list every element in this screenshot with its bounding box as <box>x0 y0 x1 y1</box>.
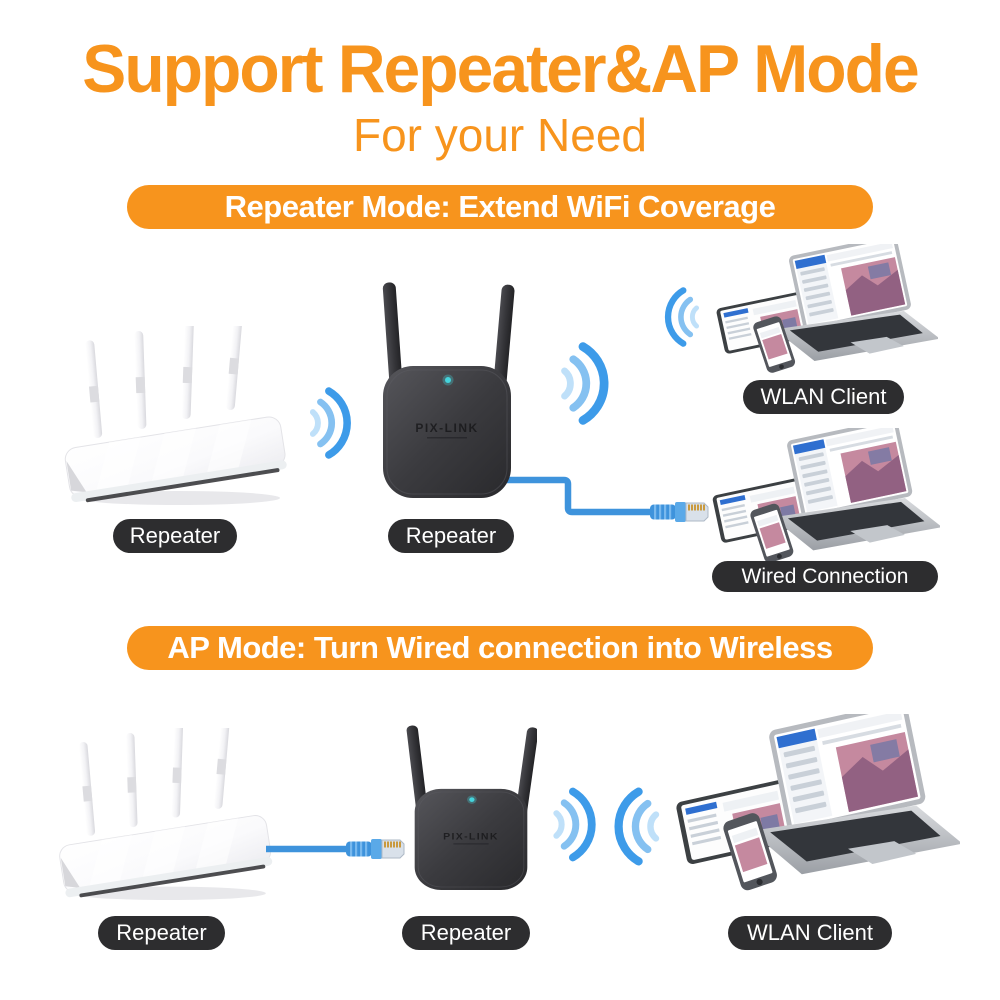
ethernet-cable <box>266 838 405 860</box>
wifi-extender-illustration: PIX-LINK <box>406 725 537 891</box>
client-devices-illustration <box>715 244 938 374</box>
wifi-signal-icon <box>301 381 355 465</box>
client-devices-illustration <box>711 428 940 564</box>
client-devices-illustration <box>675 714 960 892</box>
ethernet-cable <box>506 476 709 523</box>
extender-label: Repeater <box>388 519 514 553</box>
rj45-connector-icon <box>345 838 405 860</box>
router-illustration <box>63 326 289 506</box>
extender-label: Repeater <box>402 916 530 950</box>
wlan-client-label: WLAN Client <box>728 916 892 950</box>
page-title: Support Repeater&AP Mode <box>82 31 919 107</box>
wifi-signal-icon <box>552 335 612 432</box>
router-illustration <box>57 728 274 901</box>
router-label: Repeater <box>98 916 225 950</box>
repeater-mode-banner: Repeater Mode: Extend WiFi Coverage <box>127 185 873 229</box>
wifi-signal-icon <box>612 780 667 873</box>
wifi-signal-icon <box>661 282 707 352</box>
brand-text: PIX-LINK <box>443 832 499 842</box>
router-label: Repeater <box>113 519 237 553</box>
brand-text: PIX-LINK <box>415 421 478 435</box>
wlan-client-label: WLAN Client <box>743 380 904 414</box>
wifi-extender-illustration: PIX-LINK <box>382 282 515 498</box>
wired-connection-label: Wired Connection <box>712 561 938 592</box>
page-subtitle: For your Need <box>352 109 647 161</box>
rj45-connector-icon <box>649 501 709 523</box>
ap-mode-banner: AP Mode: Turn Wired connection into Wire… <box>127 626 873 670</box>
wifi-signal-icon <box>546 776 598 873</box>
